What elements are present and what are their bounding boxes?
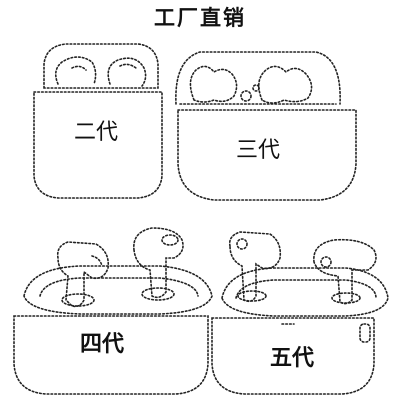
page-title: 工厂直销: [154, 6, 246, 30]
gen3-label: 三代: [236, 138, 281, 163]
airpods-gen3-case-icon: [175, 51, 357, 201]
airpods-gen5-case-icon: [211, 231, 389, 395]
airpods-gen4-case-icon: [13, 227, 213, 395]
gen5-label: 五代: [270, 346, 315, 371]
gen4-label: 四代: [80, 332, 125, 357]
airpods-gen2-case-icon: [33, 43, 163, 199]
gen2-label: 二代: [74, 120, 119, 145]
